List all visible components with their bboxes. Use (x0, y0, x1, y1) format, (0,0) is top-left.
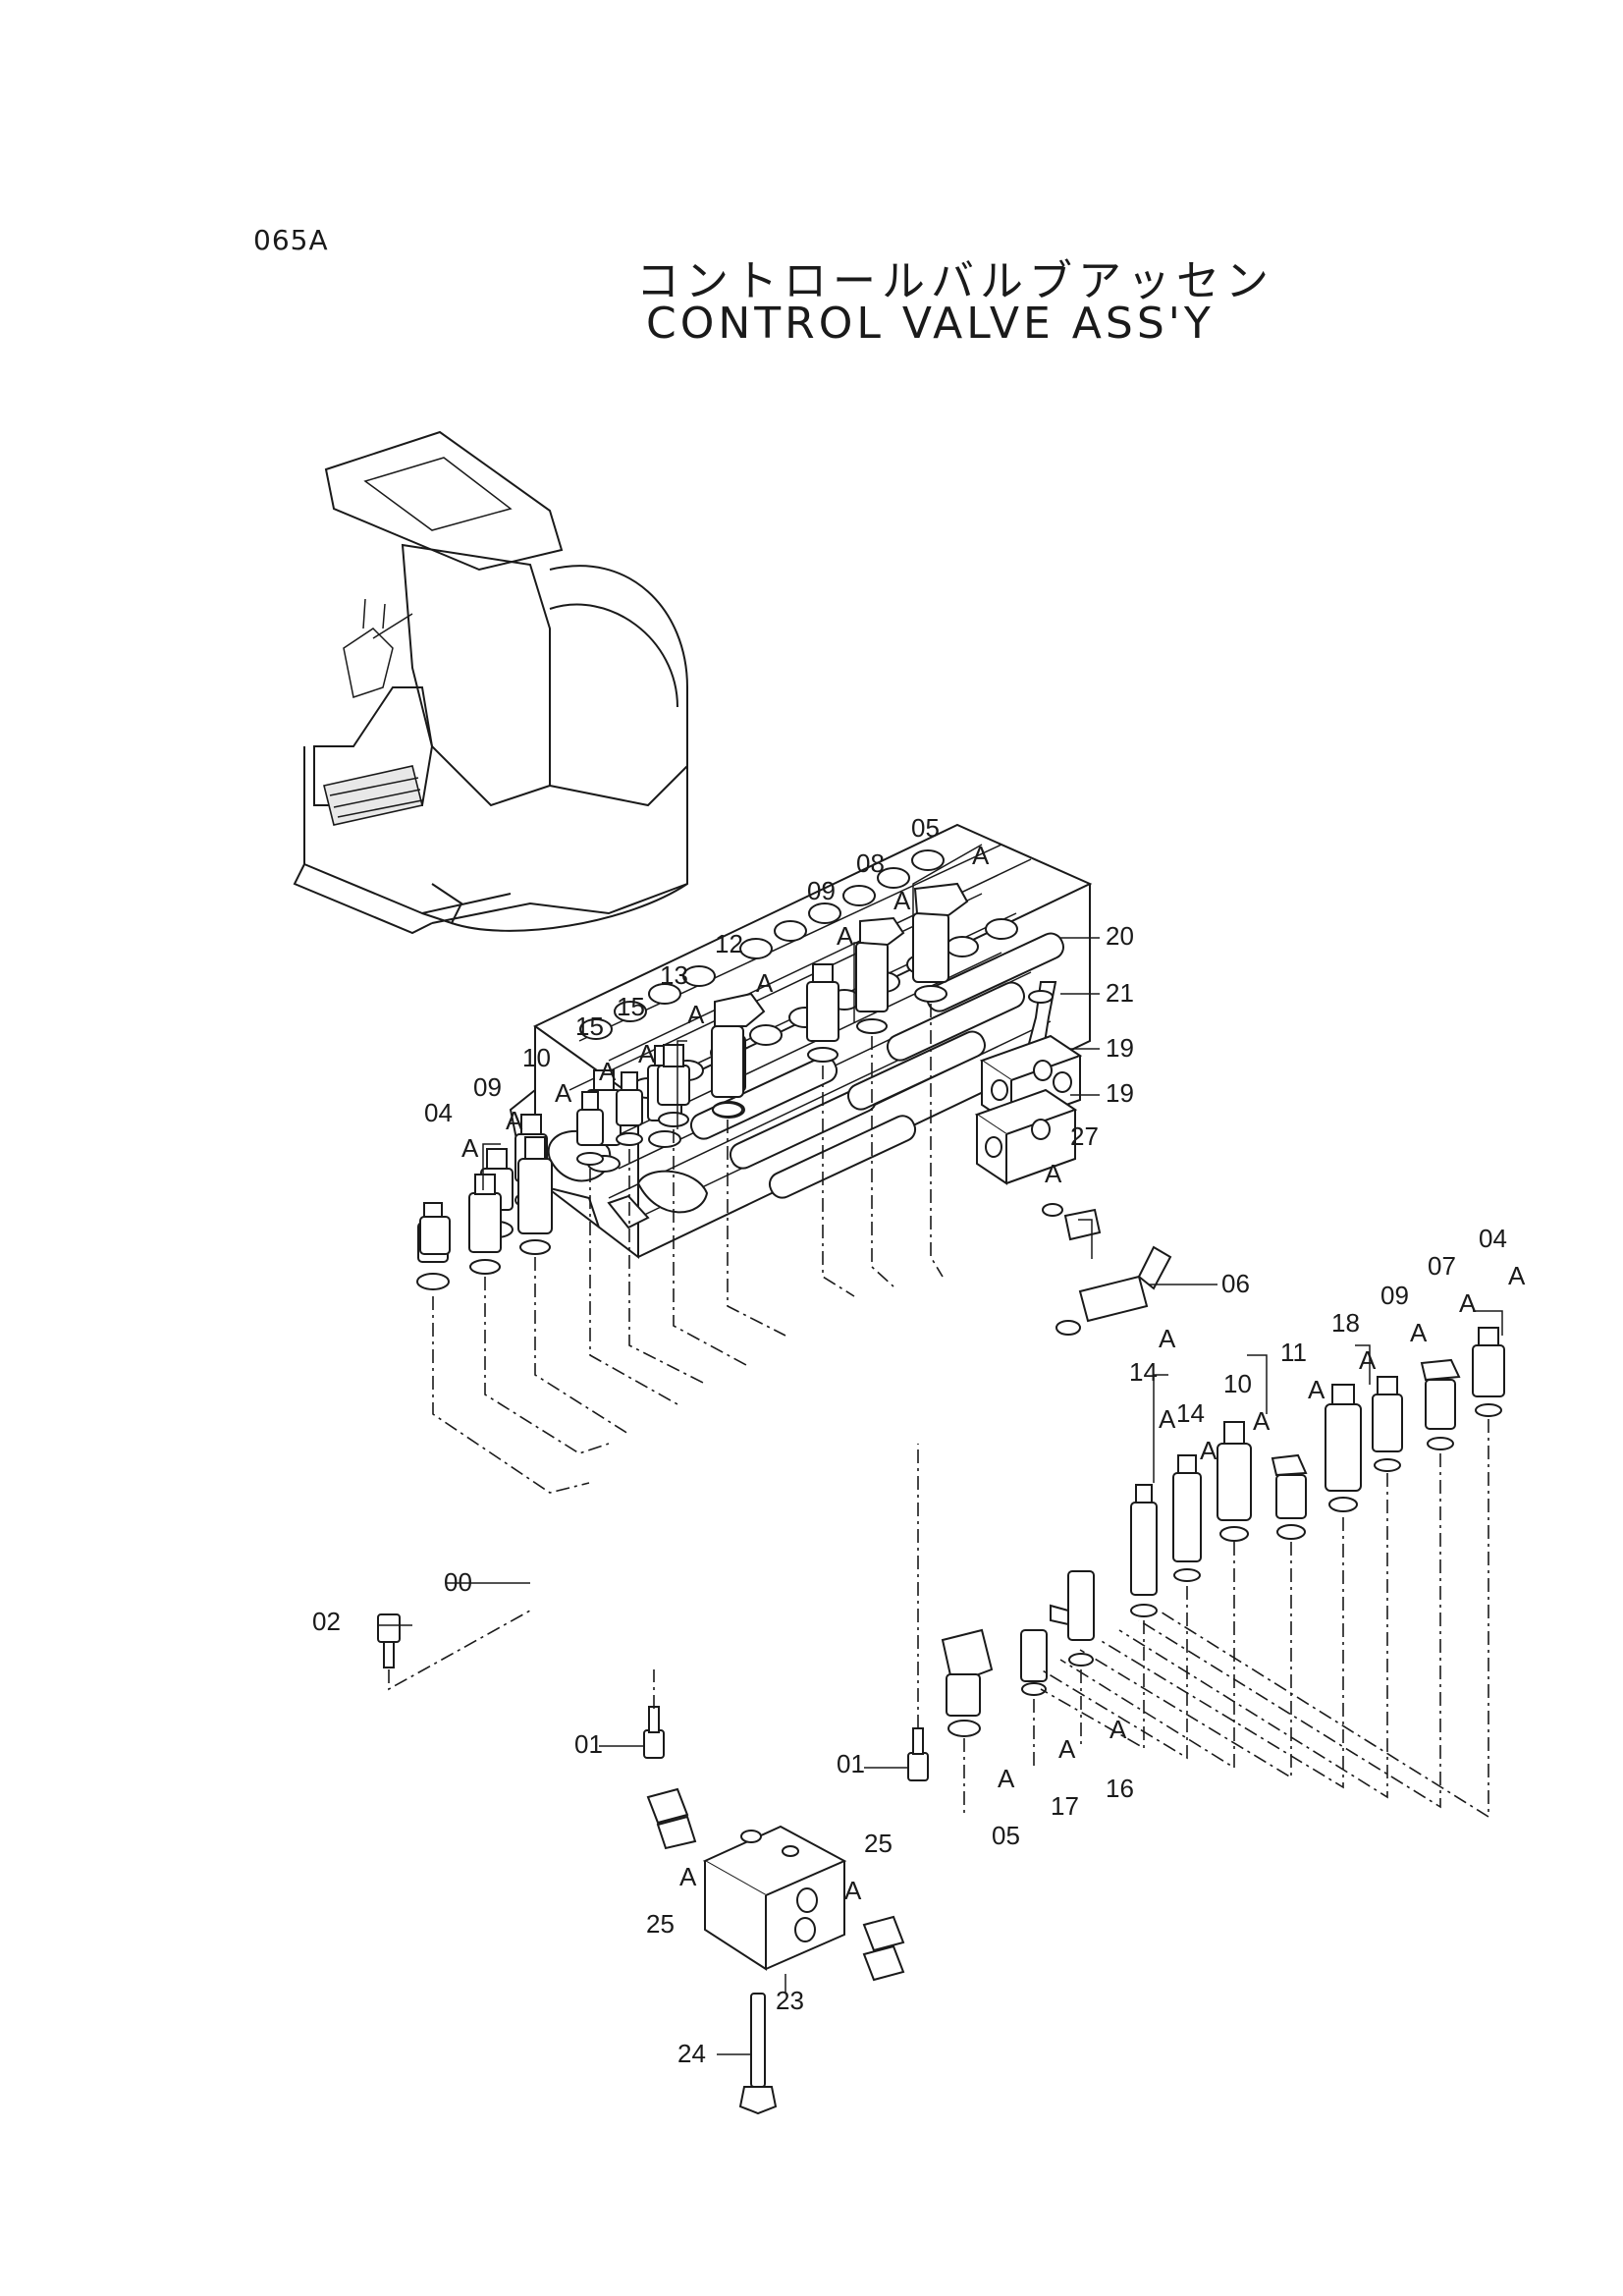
marker-a: A (461, 1133, 479, 1163)
marker-a: A (679, 1862, 697, 1891)
callout-15b: 15 (617, 992, 645, 1021)
callout-labels: 00 02 01 01 04 09 10 15 15 13 12 09 08 0… (312, 813, 1526, 2068)
marker-a: A (506, 1106, 523, 1135)
callout-14b: 14 (1176, 1398, 1205, 1428)
callout-01a: 01 (574, 1729, 603, 1759)
callout-13: 13 (660, 960, 688, 990)
page-title-japanese: コントロールバルブアッセン (636, 256, 1274, 306)
connection-lines (388, 1004, 1489, 1819)
top-row-fittings (419, 882, 969, 1275)
marker-a: A (638, 1039, 656, 1068)
bottom-fittings (941, 1570, 1095, 1737)
bolts (377, 1613, 929, 1781)
page-code: 065A (253, 224, 329, 256)
callout-21: 21 (1106, 978, 1134, 1008)
callout-09b: 09 (807, 876, 836, 905)
marker-a: A (1410, 1318, 1428, 1347)
callout-15a: 15 (575, 1011, 604, 1041)
marker-a: A (1359, 1345, 1377, 1375)
callout-07: 07 (1428, 1251, 1456, 1281)
marker-a: A (1459, 1288, 1477, 1318)
marker-a: A (972, 841, 990, 870)
callout-27: 27 (1070, 1121, 1099, 1151)
marker-a: A (844, 1876, 862, 1905)
callout-05b: 05 (992, 1821, 1020, 1850)
marker-a: A (1109, 1715, 1127, 1744)
marker-a: A (1200, 1436, 1217, 1465)
callout-20: 20 (1106, 921, 1134, 951)
callout-18: 18 (1331, 1308, 1360, 1338)
marker-a: A (599, 1057, 617, 1086)
marker-a: A (998, 1764, 1015, 1793)
marker-a: A (1253, 1406, 1271, 1436)
marker-a: A (1159, 1404, 1176, 1434)
page-title-english: CONTROL VALVE ASS'Y (646, 299, 1215, 349)
marker-a: A (1058, 1734, 1076, 1764)
callout-08: 08 (856, 848, 885, 878)
callout-04a: 04 (424, 1098, 453, 1127)
marker-a: A (1045, 1159, 1062, 1188)
callout-12: 12 (715, 929, 743, 958)
callout-24: 24 (677, 2039, 706, 2068)
marker-a: A (1508, 1261, 1526, 1290)
callout-10a: 10 (522, 1043, 551, 1072)
callout-16: 16 (1106, 1774, 1134, 1803)
control-valve-body (509, 823, 1093, 1260)
marker-a: A (687, 1000, 705, 1029)
marker-a: A (1308, 1375, 1325, 1404)
marker-a: A (893, 886, 911, 915)
callout-25b: 25 (646, 1909, 675, 1939)
callout-00: 00 (444, 1567, 472, 1597)
right-row-fittings (1042, 1203, 1505, 1617)
callout-06: 06 (1221, 1269, 1250, 1298)
callout-09c: 09 (1380, 1281, 1409, 1310)
callout-23: 23 (776, 1986, 804, 2015)
callout-19b: 19 (1106, 1078, 1134, 1108)
callout-09a: 09 (473, 1072, 502, 1102)
machine-locator-illustration (293, 430, 688, 935)
marker-a: A (756, 968, 774, 998)
marker-a: A (1159, 1324, 1176, 1353)
callout-11: 11 (1280, 1338, 1307, 1367)
callout-17: 17 (1051, 1791, 1079, 1821)
relief-block-23 (646, 1787, 905, 2115)
marker-a: A (555, 1078, 572, 1108)
callout-02: 02 (312, 1607, 341, 1636)
mounting-block-19 (974, 981, 1083, 1185)
callout-10b: 10 (1223, 1369, 1252, 1398)
marker-a: A (837, 921, 854, 951)
callout-leaders (378, 844, 1503, 2055)
callout-19a: 19 (1106, 1033, 1134, 1063)
callout-01b: 01 (837, 1749, 865, 1778)
callout-05a: 05 (911, 813, 940, 843)
callout-14a: 14 (1129, 1357, 1158, 1387)
callout-04b: 04 (1479, 1224, 1507, 1253)
callout-25a: 25 (864, 1829, 893, 1858)
